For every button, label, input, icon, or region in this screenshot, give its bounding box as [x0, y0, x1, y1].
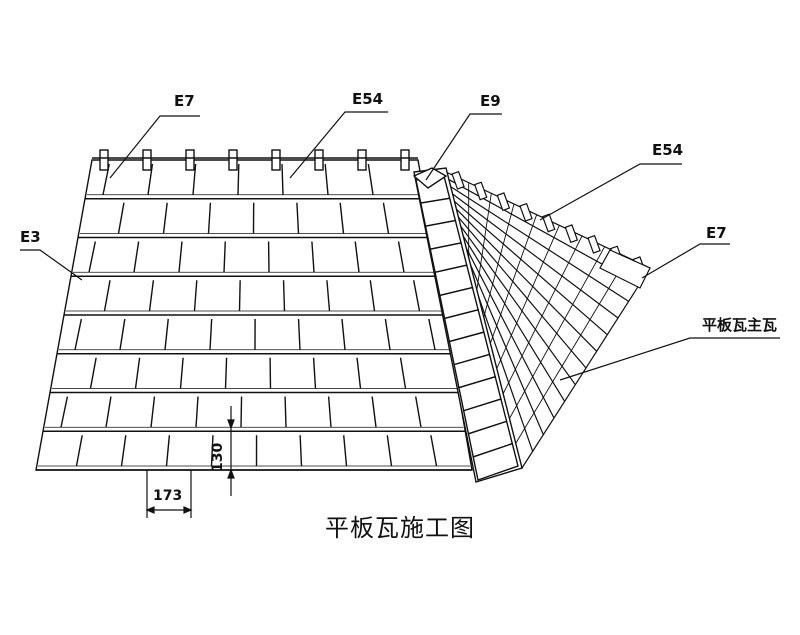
left-roof-face — [36, 150, 472, 470]
label-e7-right: E7 — [706, 224, 727, 242]
ridge-tile — [143, 150, 151, 170]
ridge-tile — [358, 150, 366, 170]
dimension-173-label: 173 — [153, 488, 182, 504]
label-e54-top: E54 — [352, 90, 383, 108]
label-e3: E3 — [20, 228, 41, 246]
drawing-caption: 平板瓦施工图 — [0, 508, 800, 543]
label-e7-left: E7 — [174, 92, 195, 110]
leader-line — [642, 244, 730, 278]
dimension-130-label: 130 — [210, 443, 226, 472]
label-e54-right: E54 — [652, 141, 683, 159]
ridge-tile — [186, 150, 194, 170]
ridge-tile — [401, 150, 409, 170]
tile-joint — [285, 397, 286, 428]
tile-joint — [241, 397, 242, 428]
ridge-tile — [100, 150, 108, 170]
tile-joint — [240, 280, 241, 311]
ridge-tile — [315, 150, 323, 170]
label-e9-hip: E9 — [480, 92, 501, 110]
label-main-tile: 平板瓦主瓦 — [702, 316, 777, 334]
ridge-tile — [272, 150, 280, 170]
ridge-tile — [229, 150, 237, 170]
tile-joint — [238, 164, 239, 195]
leader-line — [540, 164, 682, 220]
tile-joint — [284, 280, 285, 311]
